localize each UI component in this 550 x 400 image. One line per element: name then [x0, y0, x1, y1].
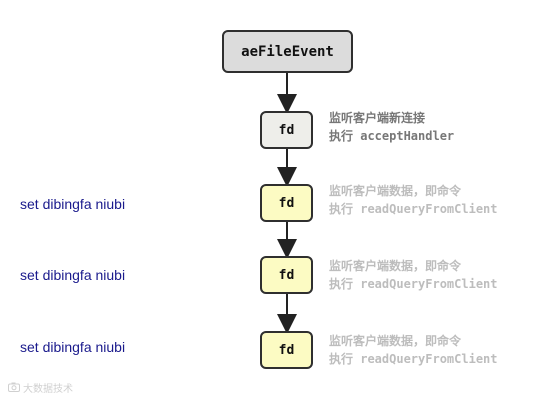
watermark: 大数据技术 — [8, 380, 73, 395]
ae-file-event-node: aeFileEvent — [222, 30, 353, 73]
fd-note-client-3: 监听客户端数据，即命令 执行 readQueryFromClient — [329, 332, 498, 368]
fd-note-listen: 监听客户端新连接 执行 acceptHandler — [329, 109, 454, 145]
fd-note-client-2: 监听客户端数据，即命令 执行 readQueryFromClient — [329, 257, 498, 293]
fd-node-listen: fd — [260, 111, 313, 149]
watermark-text: 大数据技术 — [23, 384, 73, 395]
fd-note-description: 监听客户端数据，即命令 — [329, 334, 462, 348]
client-command-2: set dibingfa niubi — [20, 267, 126, 283]
camera-icon — [8, 382, 20, 395]
fd-node-client-2: fd — [260, 256, 313, 294]
client-command-1: set dibingfa niubi — [20, 196, 126, 212]
fd-node-client-1: fd — [260, 184, 313, 222]
fd-note-description: 监听客户端数据，即命令 — [329, 259, 462, 273]
fd-node-client-3: fd — [260, 331, 313, 369]
fd-note-description: 监听客户端数据，即命令 — [329, 184, 462, 198]
client-command-3: set dibingfa niubi — [20, 339, 126, 355]
fd-note-handler: 执行 readQueryFromClient — [329, 277, 498, 291]
fd-note-handler: 执行 acceptHandler — [329, 129, 455, 143]
fd-note-description: 监听客户端新连接 — [329, 111, 426, 125]
fd-note-handler: 执行 readQueryFromClient — [329, 202, 498, 216]
fd-note-handler: 执行 readQueryFromClient — [329, 352, 498, 366]
fd-note-client-1: 监听客户端数据，即命令 执行 readQueryFromClient — [329, 182, 498, 218]
